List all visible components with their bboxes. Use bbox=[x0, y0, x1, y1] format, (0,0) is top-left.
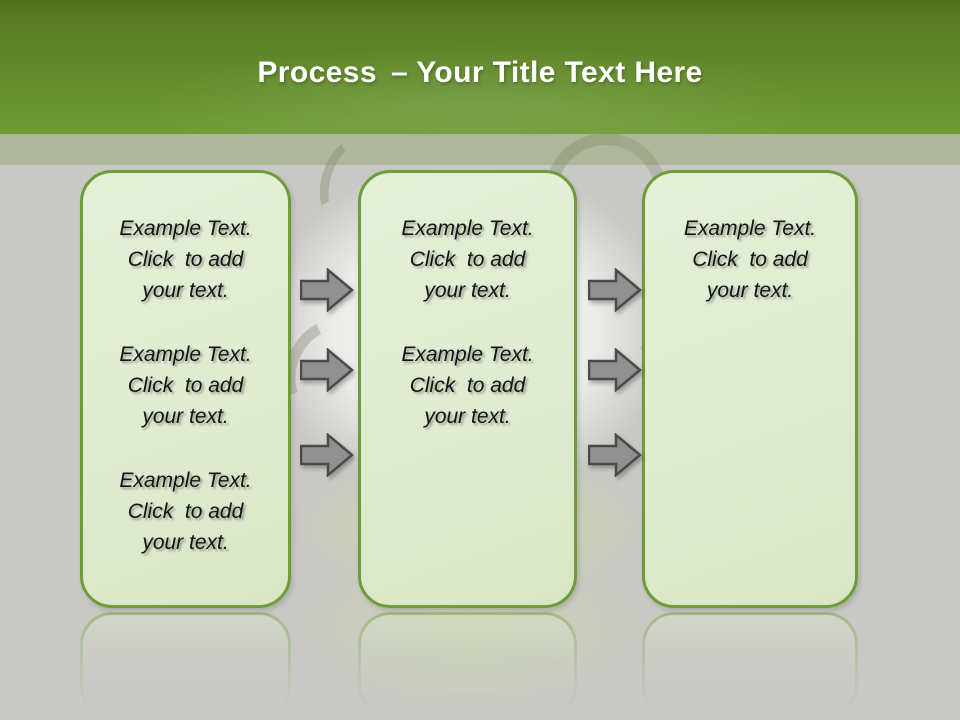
process-panel-2[interactable]: Example Text. Click to add your text. Ex… bbox=[358, 170, 577, 608]
right-arrow-icon[interactable] bbox=[588, 348, 642, 392]
text-placeholder[interactable]: Example Text. Click to add your text. bbox=[401, 217, 534, 302]
title-subtitle: – Your Title Text Here bbox=[390, 56, 703, 89]
panel-reflection bbox=[642, 612, 858, 718]
text-placeholder[interactable]: Example Text. Click to add your text. bbox=[119, 217, 252, 302]
right-arrow-icon[interactable] bbox=[300, 348, 354, 392]
header-accent-band bbox=[0, 134, 960, 165]
right-arrow-icon[interactable] bbox=[588, 268, 642, 312]
text-placeholder[interactable]: Example Text. Click to add your text. bbox=[683, 217, 817, 302]
process-panel-1[interactable]: Example Text. Click to add your text. Ex… bbox=[80, 170, 291, 608]
panel-reflection bbox=[358, 612, 577, 718]
right-arrow-icon[interactable] bbox=[588, 433, 642, 477]
title-keyword: Process bbox=[257, 56, 377, 89]
right-arrow-icon[interactable] bbox=[300, 433, 354, 477]
text-placeholder[interactable]: Example Text. Click to add your text. bbox=[401, 343, 534, 428]
text-placeholder[interactable]: Example Text. Click to add your text. bbox=[119, 469, 252, 554]
text-placeholder[interactable]: Example Text. Click to add your text. bbox=[119, 343, 252, 428]
panel-reflection bbox=[80, 612, 291, 718]
process-panel-3[interactable]: Example Text. Click to add your text. bbox=[642, 170, 858, 608]
right-arrow-icon[interactable] bbox=[300, 268, 354, 312]
title-bar: Process – Your Title Text Here bbox=[0, 0, 960, 134]
slide-title[interactable]: Process – Your Title Text Here bbox=[257, 56, 702, 90]
